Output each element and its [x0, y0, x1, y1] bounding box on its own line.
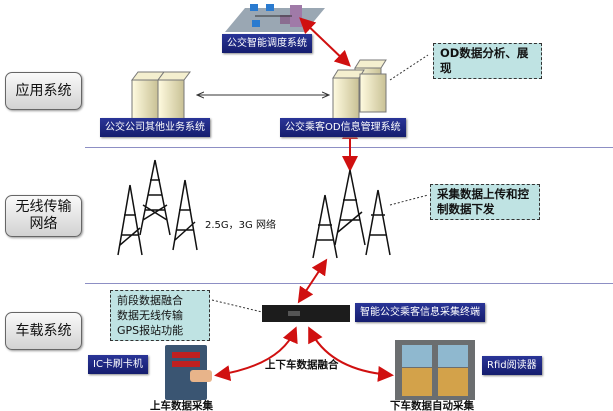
ic-card-reader-icon [165, 345, 212, 400]
label-ic-reader: IC卡刷卡机 [88, 355, 148, 374]
note-line: 前段数据融合 [117, 294, 183, 307]
label-boarding: 上车数据采集 [150, 400, 213, 411]
note-line: GPS报站功能 [117, 324, 184, 337]
layer-vehicle: 车载系统 [5, 312, 82, 350]
network-label: 2.5G，3G 网络 [205, 220, 276, 231]
bus-door-photo [395, 340, 475, 400]
label-rfid-reader: Rfid阅读器 [482, 356, 542, 375]
label-terminal: 智能公交乘客信息采集终端 [355, 303, 485, 322]
label-other-systems: 公交公司其他业务系统 [100, 118, 210, 137]
layer-wireless: 无线传输 网络 [5, 195, 82, 237]
cell-tower-icon [117, 159, 198, 256]
label-alighting: 下车数据自动采集 [390, 400, 474, 411]
note-data-transfer: 采集数据上传和控制数据下发 [430, 184, 540, 220]
od-server-icon [332, 59, 387, 123]
label-data-merge: 上下车数据融合 [265, 359, 339, 371]
note-od-analysis: OD数据分析、展现 [433, 43, 542, 79]
label-dispatch-system: 公交智能调度系统 [222, 34, 312, 53]
terminal-device-icon [262, 305, 350, 322]
label-od-system: 公交乘客OD信息管理系统 [280, 118, 406, 137]
note-terminal-functions: 前段数据融合 数据无线传输 GPS报站功能 [110, 290, 210, 341]
server-icon [131, 71, 191, 123]
layer-application: 应用系统 [5, 72, 82, 110]
note-line: 数据无线传输 [117, 309, 183, 322]
cell-tower-icon [312, 169, 391, 259]
separator [85, 283, 613, 284]
